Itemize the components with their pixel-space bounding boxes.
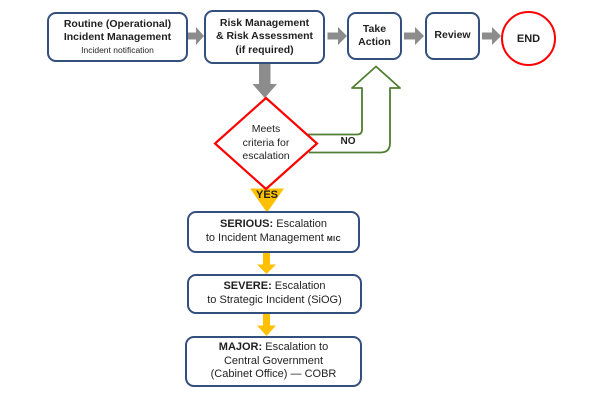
node-routine-incident-management: Routine (Operational) Incident Managemen… [47, 12, 188, 62]
node-severe-escalation: SEVERE: Escalation to Strategic Incident… [187, 274, 362, 314]
node-routine-line1: Routine (Operational) [63, 18, 172, 31]
decision-diamond-shape [213, 96, 319, 191]
node-serious-line1-rest: Escalation [273, 218, 327, 231]
node-severe-line2: to Strategic Incident (SiOG) [207, 294, 342, 306]
decision-text: Meets criteria for escalation [216, 123, 316, 164]
node-risk-line1: Risk Management [219, 17, 310, 30]
node-major-line3: (Cabinet Office) — COBR [210, 368, 337, 381]
node-severe-keyword: SEVERE: [223, 280, 272, 293]
node-serious-escalation: SERIOUS: Escalation to Incident Manageme… [187, 211, 360, 253]
node-take-action: Take Action [347, 12, 402, 60]
node-major-escalation: MAJOR: Escalation to Central Government … [185, 336, 362, 387]
node-major-line2: Central Government [223, 354, 324, 367]
no-label: NO [340, 136, 356, 147]
node-end-label: END [516, 32, 541, 45]
node-take-action-line2: Action [358, 36, 391, 48]
arrow-severe-to-major [257, 314, 276, 336]
node-serious-line2: to Incident Management [205, 232, 324, 244]
node-review: Review [425, 12, 480, 60]
arrow-serious-to-severe [257, 253, 276, 274]
node-serious-keyword: SERIOUS: [220, 218, 274, 231]
node-end: END [501, 11, 556, 66]
node-major-line1: MAJOR: Escalation to [219, 341, 328, 355]
node-serious-line1: SERIOUS: Escalation [220, 218, 327, 232]
node-review-label: Review [434, 29, 471, 42]
decision-line2: criteria for [242, 136, 290, 149]
node-severe-line1-rest: Escalation [271, 280, 326, 293]
yes-arrowhead [250, 188, 284, 213]
no-return-arrow [307, 65, 401, 154]
node-take-action-line1: Take [362, 22, 387, 35]
node-risk-line2: & Risk Assessment [215, 30, 314, 43]
node-serious-suffix: MIC [326, 236, 342, 243]
decision-line1: Meets [251, 123, 281, 135]
yes-label: YES [255, 189, 278, 201]
node-major-keyword: MAJOR: [218, 340, 263, 353]
node-major-line1-rest: Escalation to [262, 340, 329, 353]
arrow-routine-to-risk [188, 27, 204, 45]
node-risk-management: Risk Management & Risk Assessment (if re… [204, 10, 325, 64]
node-severe-line1: SEVERE: Escalation [223, 280, 325, 294]
node-routine-note: Incident notification [81, 45, 154, 56]
arrow-take-action-to-review [404, 27, 424, 45]
node-routine-line2: Incident Management [63, 31, 172, 44]
decision-line3: escalation [242, 150, 290, 163]
arrow-review-to-end [482, 27, 501, 45]
node-risk-line3: (if required) [235, 43, 294, 56]
arrow-risk-to-take-action [327, 27, 347, 45]
arrow-risk-to-decision [252, 64, 277, 98]
